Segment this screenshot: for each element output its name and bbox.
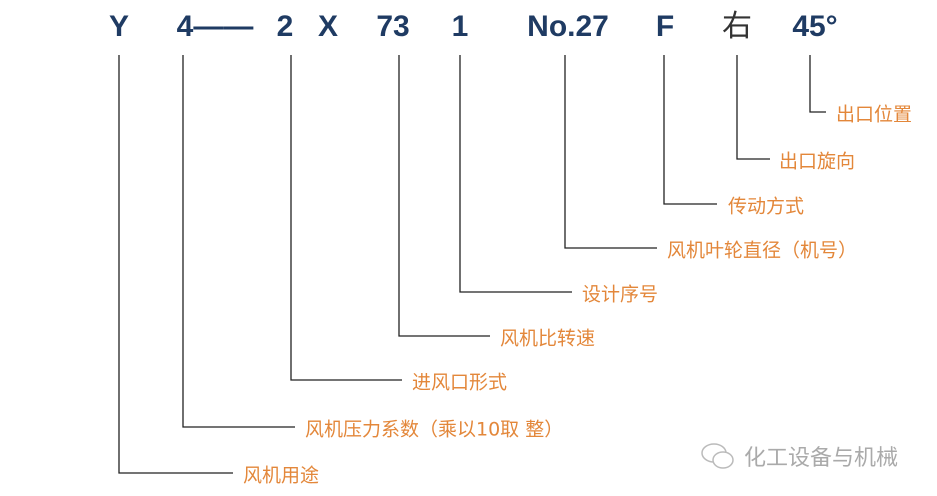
label-inlet: 进风口形式 xyxy=(412,371,508,394)
leader-pressure xyxy=(182,55,295,428)
label-design: 设计序号 xyxy=(582,283,659,306)
code-drive: F xyxy=(655,10,675,43)
code-x: X xyxy=(317,10,339,43)
watermark: 化工设备与机械 xyxy=(700,440,898,472)
leader-design xyxy=(459,55,572,293)
code-design: 1 xyxy=(451,10,469,43)
leader-angle xyxy=(809,55,826,113)
wechat-icon xyxy=(701,443,734,469)
leader-drive xyxy=(663,55,717,205)
label-drive: 传动方式 xyxy=(728,195,805,218)
label-speed: 风机比转速 xyxy=(500,327,596,350)
watermark-text: 化工设备与机械 xyxy=(744,445,899,470)
leader-y xyxy=(118,55,233,474)
code-y: Y xyxy=(108,10,130,43)
label-angle: 出口位置 xyxy=(836,103,913,126)
code-pressure: 4—— xyxy=(176,10,254,43)
code-rotation: 右 xyxy=(722,9,752,44)
label-no: 风机叶轮直径（机号） xyxy=(667,239,858,262)
leader-no xyxy=(564,55,657,249)
code-no: No.27 xyxy=(527,10,609,43)
leader-inlet xyxy=(290,55,402,381)
code-angle: 45° xyxy=(792,10,838,43)
label-rotation: 出口旋向 xyxy=(779,150,856,173)
leader-speed xyxy=(398,55,490,337)
label-y: 风机用途 xyxy=(243,464,320,487)
code-speed: 73 xyxy=(376,10,410,43)
leader-rotation xyxy=(736,55,770,160)
label-pressure: 风机压力系数（乘以10取 整） xyxy=(305,418,564,441)
code-inlet: 2 xyxy=(276,10,294,43)
